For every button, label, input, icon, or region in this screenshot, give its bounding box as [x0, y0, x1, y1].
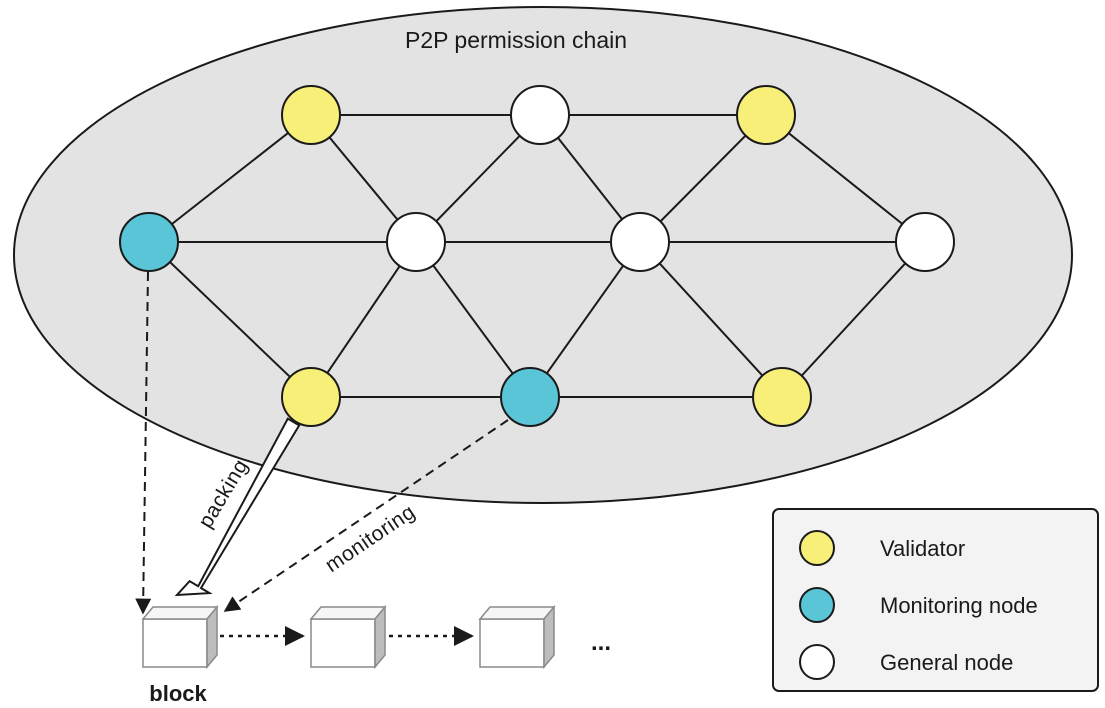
general-node-g3: [610, 212, 670, 272]
general-node-g2: [386, 212, 446, 272]
block-3: [478, 604, 556, 670]
ellipsis: ...: [591, 629, 611, 656]
chain-title: P2P permission chain: [405, 27, 627, 53]
legend-label-general: General node: [880, 650, 1013, 675]
edge-g2-m2: [415, 241, 531, 398]
general-node-g4: [895, 212, 955, 272]
legend-swatch-validator: [799, 530, 835, 566]
edge-v4-g4: [781, 241, 926, 398]
validator-node-v3: [281, 367, 341, 427]
validator-node-v1: [281, 85, 341, 145]
block-1: [141, 604, 219, 670]
packing-label: packing: [194, 455, 253, 532]
legend-label-monitoring: Monitoring node: [880, 593, 1038, 618]
validator-node-v2: [736, 85, 796, 145]
edge-m1-v3: [148, 241, 312, 398]
edge-m1-v1: [148, 114, 312, 243]
block-2: [309, 604, 387, 670]
monitoring-node-m2: [500, 367, 560, 427]
edge-m2-g3: [529, 241, 641, 398]
edge-v3-g2: [310, 241, 417, 398]
edge-g3-v4: [639, 241, 783, 398]
block-label: block: [149, 681, 207, 706]
edge-v2-g4: [765, 114, 926, 243]
legend-swatch-general: [799, 644, 835, 680]
legend-box: [772, 508, 1099, 692]
legend-swatch-monitoring: [799, 587, 835, 623]
monitoring-line-dashed: [223, 419, 509, 612]
validator-node-v4: [752, 367, 812, 427]
network-nodes: [119, 85, 955, 427]
monitoring-to-block-dashed-line: [135, 271, 152, 615]
general-node-g1: [510, 85, 570, 145]
legend-label-validator: Validator: [880, 536, 965, 561]
packing-arrow: [174, 417, 301, 597]
permission-chain-area: [13, 6, 1073, 504]
monitoring-node-m1: [119, 212, 179, 272]
